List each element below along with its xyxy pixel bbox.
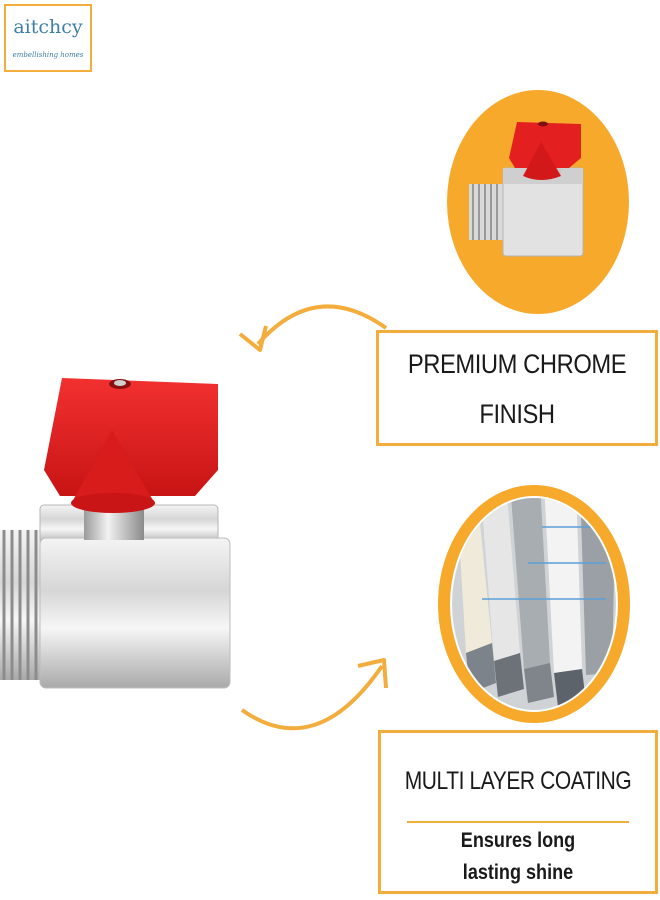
feature-subtitle: Ensures long	[460, 829, 576, 852]
ball-valve-image	[0, 378, 231, 689]
divider	[407, 821, 629, 823]
feature-title: PREMIUM CHROME	[407, 349, 627, 379]
brand-tagline: embellishing homes	[12, 51, 84, 59]
curved-arrow-icon	[238, 304, 388, 352]
chrome-layers-image	[438, 485, 630, 723]
curved-arrow-icon	[240, 658, 388, 731]
chrome-finish-box: PREMIUM CHROME FINISH	[376, 330, 658, 446]
chrome-finish-circle	[447, 90, 629, 314]
feature-title: FINISH	[479, 399, 555, 429]
feature-subtitle: lasting shine	[462, 861, 574, 884]
feature-title: MULTI LAYER COATING	[404, 767, 632, 795]
brand-logo: aitchcy embellishing homes	[4, 4, 92, 72]
multi-layer-coating-box: MULTI LAYER COATING Ensures long lasting…	[378, 730, 658, 894]
brand-name: aitchcy	[13, 16, 83, 38]
